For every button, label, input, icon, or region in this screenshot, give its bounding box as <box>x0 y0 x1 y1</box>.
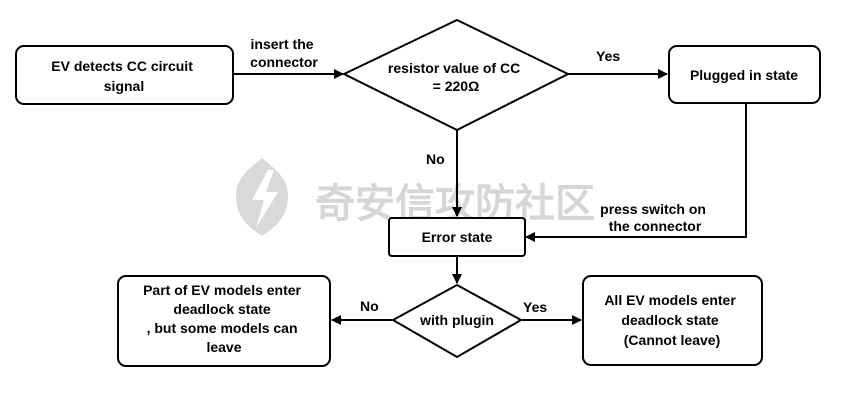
node-all-deadlock-label: All EV models enter deadlock state (Cann… <box>604 292 739 348</box>
node-error-state <box>388 217 526 257</box>
node-part-deadlock <box>117 275 331 367</box>
edge-press-switch-label: press switch on the connector <box>600 201 710 234</box>
edges <box>233 69 747 325</box>
node-error-state-label: Error state <box>422 229 493 245</box>
node-ev-detects-label: EV detects CC circuit signal <box>51 58 197 94</box>
edge-yes-top-label: Yes <box>596 48 620 64</box>
edge-insert-label: insert the connector <box>250 36 318 70</box>
node-ev-detects <box>15 45 234 105</box>
node-part-deadlock-label: Part of EV models enter deadlock state ,… <box>143 282 305 355</box>
edge-press-switch <box>525 104 747 242</box>
nodes <box>15 18 821 367</box>
edge-yes-bottom-label: Yes <box>523 299 547 315</box>
edge-no-mid-label: No <box>426 151 445 167</box>
node-with-plugin-label: with plugin <box>419 312 494 328</box>
node-plugged-in <box>668 45 821 104</box>
node-all-deadlock <box>582 275 763 366</box>
node-resistor-check <box>341 18 571 132</box>
node-with-plugin <box>390 283 524 359</box>
node-plugged-in-label: Plugged in state <box>690 67 798 83</box>
node-resistor-check-label: resistor value of CC = 220Ω <box>388 60 524 94</box>
shield-lightning-icon <box>236 158 288 236</box>
edge-no-bottom-label: No <box>360 298 379 314</box>
